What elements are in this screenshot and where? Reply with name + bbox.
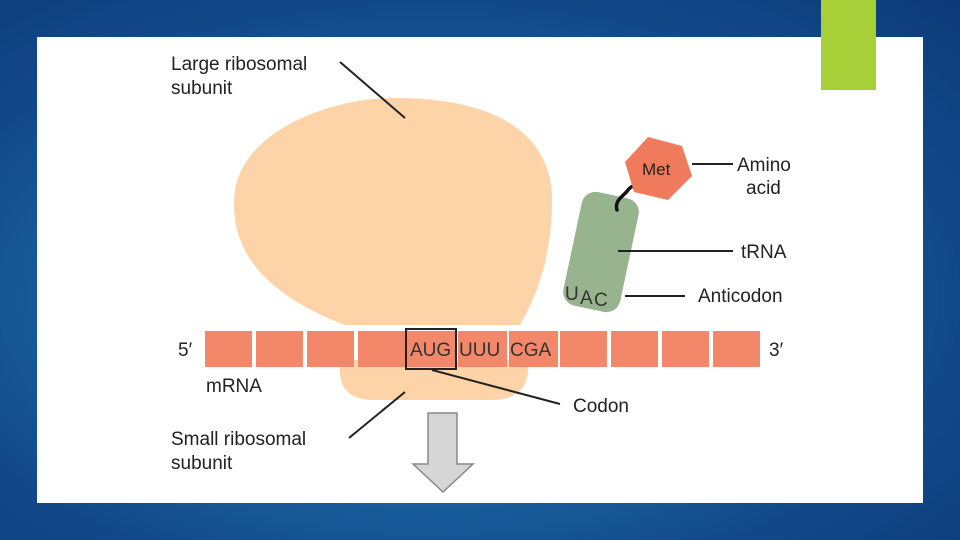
mrna-segment xyxy=(256,331,303,367)
three-prime-label: 3′ xyxy=(769,340,784,361)
mrna-segment xyxy=(611,331,658,367)
large-subunit-leader xyxy=(339,61,406,119)
amino-acid-label: Amino xyxy=(737,155,791,176)
anticodon-a: A xyxy=(580,288,593,309)
large-subunit-label: Large ribosomal xyxy=(171,54,307,75)
anticodon-u: U xyxy=(565,284,579,305)
mrna-segment xyxy=(458,331,507,367)
codon-3: CGA xyxy=(510,340,552,361)
mrna-segment xyxy=(662,331,709,367)
codon-label: Codon xyxy=(573,396,629,417)
amino-acid-name: Met xyxy=(642,160,671,179)
large-subunit-label-2: subunit xyxy=(171,78,233,99)
small-ribosomal-subunit xyxy=(339,360,529,400)
mrna-segment xyxy=(307,331,354,367)
mrna-label: mRNA xyxy=(206,376,262,397)
mrna-segment xyxy=(205,331,252,367)
trna-body xyxy=(563,191,639,313)
anticodon-label: Anticodon xyxy=(698,286,783,307)
codon-2: UUU xyxy=(459,340,500,361)
small-subunit-label: Small ribosomal xyxy=(171,429,306,450)
amino-acid-label-2: acid xyxy=(746,178,781,199)
mrna-segment xyxy=(509,331,558,367)
codon-leader xyxy=(431,369,561,405)
mrna-segment xyxy=(407,331,456,367)
mrna-segment xyxy=(358,331,405,367)
small-subunit-leader xyxy=(348,391,406,439)
codon-1: AUG xyxy=(410,340,451,361)
large-ribosomal-subunit xyxy=(234,98,552,325)
accent-tab xyxy=(821,0,876,90)
trna-label: tRNA xyxy=(741,242,787,263)
codon-box xyxy=(405,328,457,370)
down-arrow xyxy=(411,412,475,494)
five-prime-label: 5′ xyxy=(178,340,193,361)
mrna-segment xyxy=(713,331,760,367)
small-subunit-label-2: subunit xyxy=(171,453,233,474)
anticodon-c: C xyxy=(594,290,608,311)
mrna-strand xyxy=(205,331,760,367)
amino-acid-hexagon xyxy=(625,137,692,200)
mrna-segment xyxy=(560,331,607,367)
